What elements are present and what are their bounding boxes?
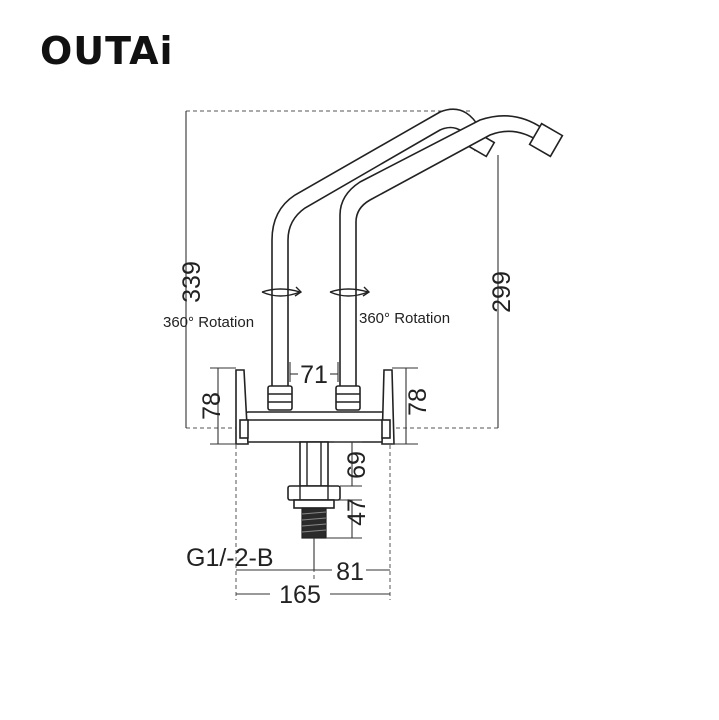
thread-spec: G1/-2-B [186, 544, 274, 572]
dimension-line-spout-spacing [289, 362, 339, 382]
threaded-connector [301, 507, 327, 539]
rotation-label-left: 360° Rotation [163, 314, 254, 331]
dimension-thread-length: 47 [343, 498, 371, 526]
dimension-line-handle-right [392, 367, 418, 445]
faucet-body [245, 411, 385, 443]
spout-collars [267, 385, 361, 411]
brand-logo: OUTAi [40, 29, 174, 73]
dimension-stem-length: 69 [343, 451, 371, 479]
dimension-spout-spacing: 71 [300, 361, 328, 389]
stem-and-nut [287, 441, 341, 509]
handle-right [381, 369, 395, 445]
dimension-line-handle-left [210, 367, 236, 445]
dimension-total-width: 165 [279, 581, 321, 609]
dimension-line-stem [334, 441, 362, 487]
dimension-handle-left: 78 [198, 392, 226, 420]
dimension-handle-right: 78 [404, 388, 432, 416]
dimension-half-width: 81 [336, 558, 364, 586]
dimension-spout-height: 299 [488, 271, 516, 313]
rotation-arrow-right [329, 286, 371, 297]
rotation-arrow-left [261, 286, 303, 297]
dimension-line-half-width [236, 538, 390, 571]
rotation-label-right: 360° Rotation [359, 310, 450, 327]
handle-left [235, 369, 249, 445]
dimension-total-height: 339 [178, 261, 206, 303]
spout-right [339, 114, 564, 391]
dimension-line-thread [326, 499, 362, 539]
